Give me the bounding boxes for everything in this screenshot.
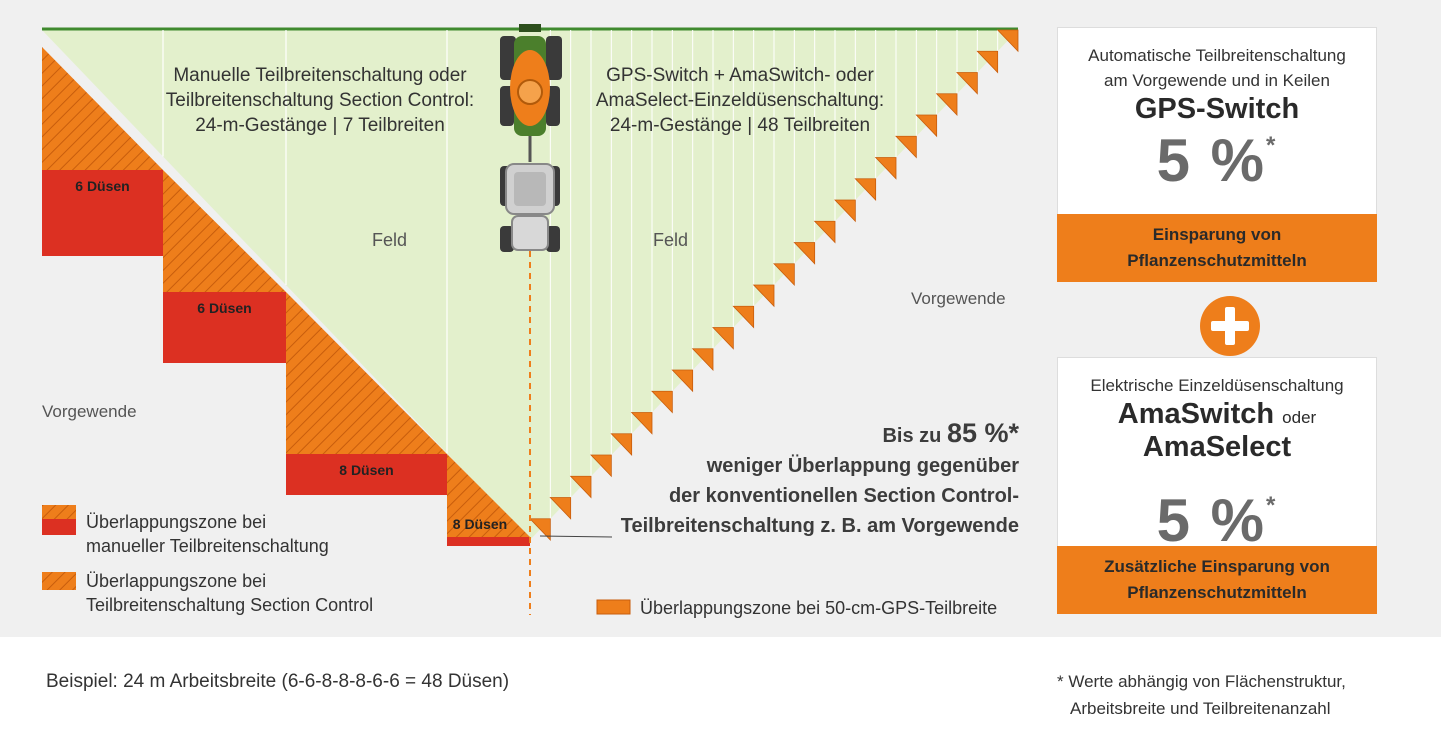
amaswitch-box: Elektrische Einzeldüsenschaltung AmaSwit…: [1057, 357, 1377, 614]
gps-overlap-step: [834, 199, 856, 223]
footnote-line: * Werte abhängig von Flächenstruktur,: [1057, 672, 1346, 691]
gps-overlap-step: [996, 29, 1019, 53]
nozzle-label-4: 8 Düsen: [452, 516, 508, 532]
gps-overlap-step: [529, 518, 551, 541]
gps-overlap-step: [752, 284, 775, 308]
gps-overlap-step: [651, 390, 673, 414]
amaswitch-name: AmaSwitch: [1117, 398, 1275, 430]
right-section-lines: [549, 30, 999, 519]
left-text-line: 24-m-Gestänge | 7 Teilbreiten: [195, 115, 445, 136]
headland-label-left: Vorgewende: [42, 402, 137, 421]
legend-manual-swatch: [42, 505, 76, 535]
legend-gps-swatch: [596, 599, 631, 615]
legend-line: manueller Teilbreitenschaltung: [86, 536, 329, 556]
gps-overlap-step: [874, 157, 897, 180]
manual-overlap-2: [163, 292, 286, 363]
gps-overlap-step: [915, 114, 938, 138]
amaselect-name: AmaSelect: [1142, 431, 1292, 463]
gps-overlap-step: [813, 220, 836, 244]
legend-line: Teilbreitenschaltung Section Control: [86, 595, 374, 615]
gps-overlap-step: [793, 242, 816, 265]
footnote-line: Arbeitsbreite und Teilbreitenanzahl: [1070, 699, 1331, 718]
claim-line: Teilbreitenschaltung z. B. am Vorgewende: [620, 515, 1019, 537]
gps-switch-title: GPS-Switch: [1134, 93, 1300, 125]
savings-line: Pflanzenschutzmitteln: [1127, 251, 1307, 270]
amaswitch-savings: Zusätzliche Einsparung von Pflanzenschut…: [1057, 546, 1377, 614]
gps-switch-box: Automatische Teilbreitenschaltung am Vor…: [1057, 27, 1377, 282]
gps-overlap-step: [610, 433, 633, 456]
legend-manual-text: Überlappungszone bei manueller Teilbreit…: [86, 510, 329, 558]
legend-line: Überlappungszone bei: [86, 571, 267, 591]
gps-overlap-step: [691, 348, 714, 371]
tractor-sprayer-icon: [500, 24, 562, 252]
right-text-line: AmaSelect-Einzeldüsenschaltung:: [595, 90, 885, 111]
headland-overlap-diagram: [42, 24, 1019, 615]
gps-overlap-step: [935, 93, 958, 116]
footnote-marker: *: [1266, 492, 1278, 519]
gps-overlap-step: [854, 178, 877, 201]
gps-overlap-step: [956, 72, 978, 95]
gps-overlap-step: [549, 497, 572, 520]
left-system-description: Manuelle Teilbreitenschaltung oder Teilb…: [150, 63, 490, 138]
legend-section-text: Überlappungszone bei Teilbreitenschaltun…: [86, 569, 373, 617]
manual-overlap-1: [42, 170, 163, 256]
gps-overlap-step: [895, 135, 917, 159]
box-sub-line: Automatische Teilbreitenschaltung: [1088, 46, 1346, 65]
section-control-overlap-2: [163, 170, 286, 292]
nozzle-label-3: 8 Düsen: [339, 462, 394, 478]
left-text-line: Manuelle Teilbreitenschaltung oder: [173, 65, 467, 86]
box-sub-line: am Vorgewende und in Keilen: [1104, 71, 1330, 90]
savings-line: Pflanzenschutzmitteln: [1127, 583, 1307, 602]
legend-section-swatch: [42, 572, 76, 590]
gps-switch-subtitle: Automatische Teilbreitenschaltung am Vor…: [1058, 43, 1376, 93]
savings-line: Einsparung von: [1152, 225, 1282, 244]
plus-icon: [1200, 296, 1260, 356]
section-control-overlap-3: [286, 292, 447, 454]
footnote-marker: *: [1266, 132, 1278, 159]
gps-switch-savings: Einsparung von Pflanzenschutzmitteln: [1057, 214, 1377, 282]
claim-pointer: [539, 535, 613, 538]
left-section-lines: [162, 30, 448, 454]
right-system-description: GPS-Switch + AmaSwitch- oder AmaSelect-E…: [575, 63, 905, 138]
field-label-right: Feld: [653, 230, 689, 250]
section-control-overlap-4: [447, 454, 530, 537]
gps-overlap-step: [630, 412, 653, 435]
gps-overlap-step: [976, 50, 999, 74]
right-text-line: 24-m-Gestänge | 48 Teilbreiten: [609, 115, 871, 136]
headland-label-right: Vorgewende: [911, 289, 1006, 308]
left-text-line: Teilbreitenschaltung Section Control:: [165, 90, 475, 111]
gps-overlap-step: [671, 369, 694, 393]
claim-line: weniger Überlappung gegenüber: [706, 455, 1019, 477]
gps-overlap-step: [569, 475, 592, 499]
manual-overlap-3: [286, 454, 447, 495]
example-caption: Beispiel: 24 m Arbeitsbreite (6-6-8-8-8-…: [46, 671, 510, 692]
gps-overlap-step: [590, 454, 612, 478]
legend-line: Überlappungszone bei: [86, 512, 267, 532]
claim-value: 85 %*: [946, 418, 1019, 448]
amaswitch-subtitle: Elektrische Einzeldüsenschaltung: [1090, 376, 1344, 395]
overlap-reduction-claim: Bis zu 85 %* weniger Überlappung gegenüb…: [621, 418, 1019, 541]
field-label-left: Feld: [372, 230, 408, 250]
nozzle-label-2: 6 Düsen: [197, 300, 252, 316]
gps-overlap-step: [732, 305, 755, 329]
legend-gps-text: Überlappungszone bei 50-cm-GPS-Teilbreit…: [640, 598, 998, 618]
gps-switch-percent: 5 %*: [1058, 126, 1376, 195]
or-word: oder: [1282, 408, 1317, 427]
gps-overlap-step: [712, 327, 734, 350]
gps-overlap-step: [773, 263, 795, 286]
amaswitch-percent: 5 %*: [1058, 486, 1376, 555]
gps-overlap-steps: [529, 29, 1019, 541]
section-control-overlap-1: [42, 47, 163, 170]
amaswitch-title: AmaSwitch oder AmaSelect: [1058, 398, 1376, 464]
savings-line: Zusätzliche Einsparung von: [1104, 557, 1330, 576]
footnote: * Werte abhängig von Flächenstruktur, Ar…: [1057, 668, 1346, 722]
claim-line: der konventionellen Section Control-: [668, 485, 1019, 507]
claim-prefix: Bis zu: [882, 425, 942, 447]
manual-overlap-4: [447, 537, 530, 546]
nozzle-label-1: 6 Düsen: [75, 178, 130, 194]
percent-value: 5 %: [1156, 127, 1267, 194]
percent-value: 5 %: [1156, 487, 1267, 554]
right-text-line: GPS-Switch + AmaSwitch- oder: [606, 65, 874, 86]
